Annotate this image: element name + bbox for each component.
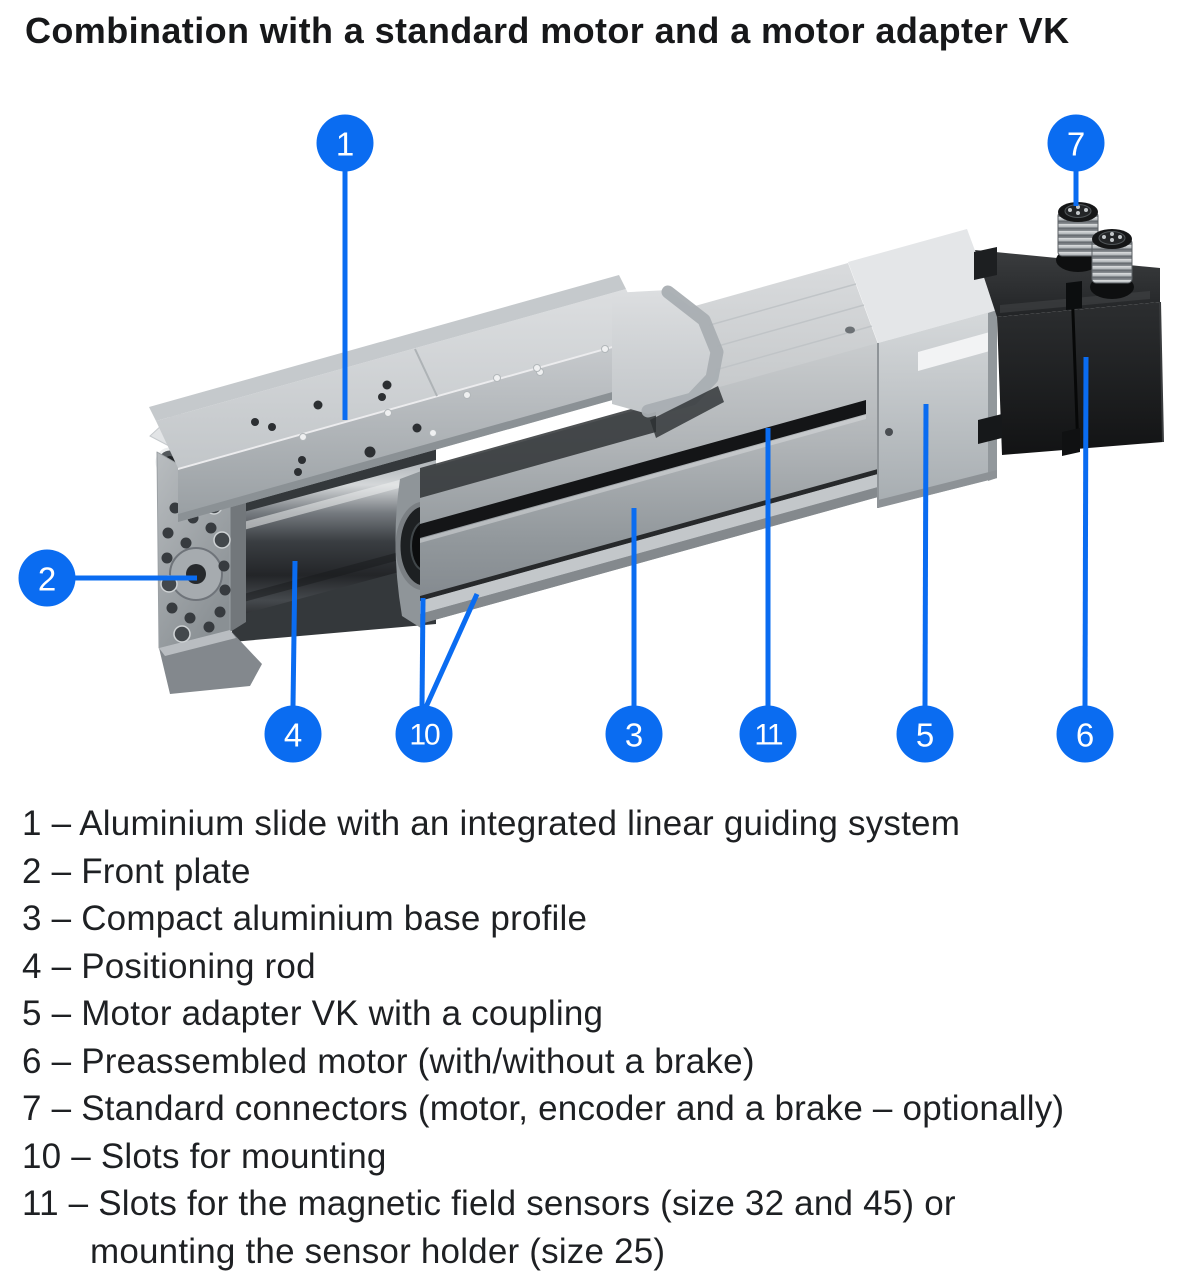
leader-10a [419,597,426,708]
slide [149,275,724,522]
callout-badge-5: 5 [896,705,954,763]
legend-item-5: 5 – Motor adapter VK with a coupling [22,990,1188,1038]
legend-label: Preassembled motor (with/without a brake… [81,1041,755,1081]
legend-number: 7 – [22,1089,72,1128]
base-top-hole [845,326,855,334]
legend-item-7: 7 – Standard connectors (motor, encoder … [22,1085,1188,1133]
legend-item-10: 10 – Slots for mounting [22,1133,1188,1181]
legend-item-1: 1 – Aluminium slide with an integrated l… [22,800,1188,848]
callout-lines [74,171,1089,709]
slide-mounting-holes [251,345,609,476]
connector-2 [1090,229,1134,299]
badge-number: 2 [38,561,56,598]
leader-6 [1082,356,1089,707]
motor-adapter [848,229,997,508]
connector-1 [1056,202,1100,272]
legend-label: Slots for the magnetic field sensors (si… [98,1184,956,1223]
legend-item-2: 2 – Front plate [22,848,1188,896]
sensor-slot-groove [420,400,866,538]
legend-item-6: 6 – Preassembled motor (with/without a b… [22,1038,1188,1086]
callout-badge-6: 6 [1056,705,1114,763]
legend-label: Standard connectors (motor, encoder and … [81,1089,1065,1128]
legend-number: 1 – [22,804,72,843]
legend-number: 3 – [22,899,72,938]
legend-label: Front plate [81,851,251,891]
badge-number: 3 [625,717,643,754]
motor-housing-seam [1070,285,1080,451]
under-slide-shadow [420,402,656,498]
product-illustration: 1 7 2 4 10 3 11 5 [18,114,1164,763]
callout-badge-1: 1 [316,114,374,172]
callout-badge-3: 3 [605,705,663,763]
parts-legend: 1 – Aluminium slide with an integrated l… [22,800,1188,1275]
motor-flange-tab [974,247,997,280]
badge-number: 6 [1076,717,1094,754]
slide-tongue-edge [641,285,724,418]
badge-number: 7 [1067,126,1085,163]
adapter-chamfer-highlight [918,330,997,371]
base-profile [395,263,878,630]
product-figure: 1 7 2 4 10 3 11 5 [18,114,1164,763]
badge-number: 1 [336,126,354,163]
connectors [1056,202,1134,299]
legend-item-11: 11 – Slots for the magnetic field sensor… [22,1180,1188,1275]
badge-number: 5 [916,717,934,754]
badge-number: 11 [754,719,782,752]
legend-item-3: 3 – Compact aluminium base profile [22,895,1188,943]
adapter-front-face [878,310,997,508]
adapter-hole [885,428,893,436]
slide-seam [414,348,438,397]
under-tongue-shadow [650,386,724,438]
callout-badge-2: 2 [18,549,76,607]
legend-item-4: 4 – Positioning rod [22,943,1188,991]
legend-number: 6 – [22,1041,72,1081]
legend-number: 2 – [22,851,72,891]
callout-badge-4: 4 [264,705,322,763]
slide-tongue [612,290,719,414]
bottom-lip [420,474,878,614]
leader-4 [290,560,298,707]
callout-badge-10: 10 [395,705,453,763]
badge-number: 10 [409,719,440,752]
motor-front-face [997,302,1163,455]
callout-badge-7: 7 [1047,114,1105,172]
plate-side-sliver [230,468,246,632]
page-title: Combination with a standard motor and a … [25,10,1070,51]
base-front-face [420,343,878,624]
legend-label: Slots for mounting [100,1136,387,1176]
plate-center-hole [186,564,206,584]
leader-5 [922,403,929,707]
legend-label: Motor adapter VK with a coupling [81,994,604,1033]
adapter-top-face [848,229,997,343]
badge-number: 4 [284,717,302,754]
legend-number: 5 – [22,994,72,1033]
base-top-face [670,263,878,394]
motor [974,247,1164,456]
legend-label: Positioning rod [81,946,316,986]
positioning-rod [236,460,436,616]
callout-badges: 1 7 2 4 10 3 11 5 [18,114,1114,763]
slide-top-face [156,289,648,468]
slide-rear-bevel [149,275,626,421]
mounting-slot-line [420,469,878,601]
legend-number: 10 – [22,1136,91,1176]
callout-badge-11: 11 [739,705,797,763]
legend-label: Aluminium slide with an integrated linea… [79,804,961,843]
connector-pins [1068,205,1088,215]
legend-label: Compact aluminium base profile [81,899,588,938]
legend-label-continued: mounting the sensor holder (size 25) [90,1231,666,1271]
legend-number: 4 – [22,946,72,986]
connector-pins [1102,232,1122,242]
leader-10b [423,592,480,709]
legend-number: 11 – [22,1184,89,1223]
